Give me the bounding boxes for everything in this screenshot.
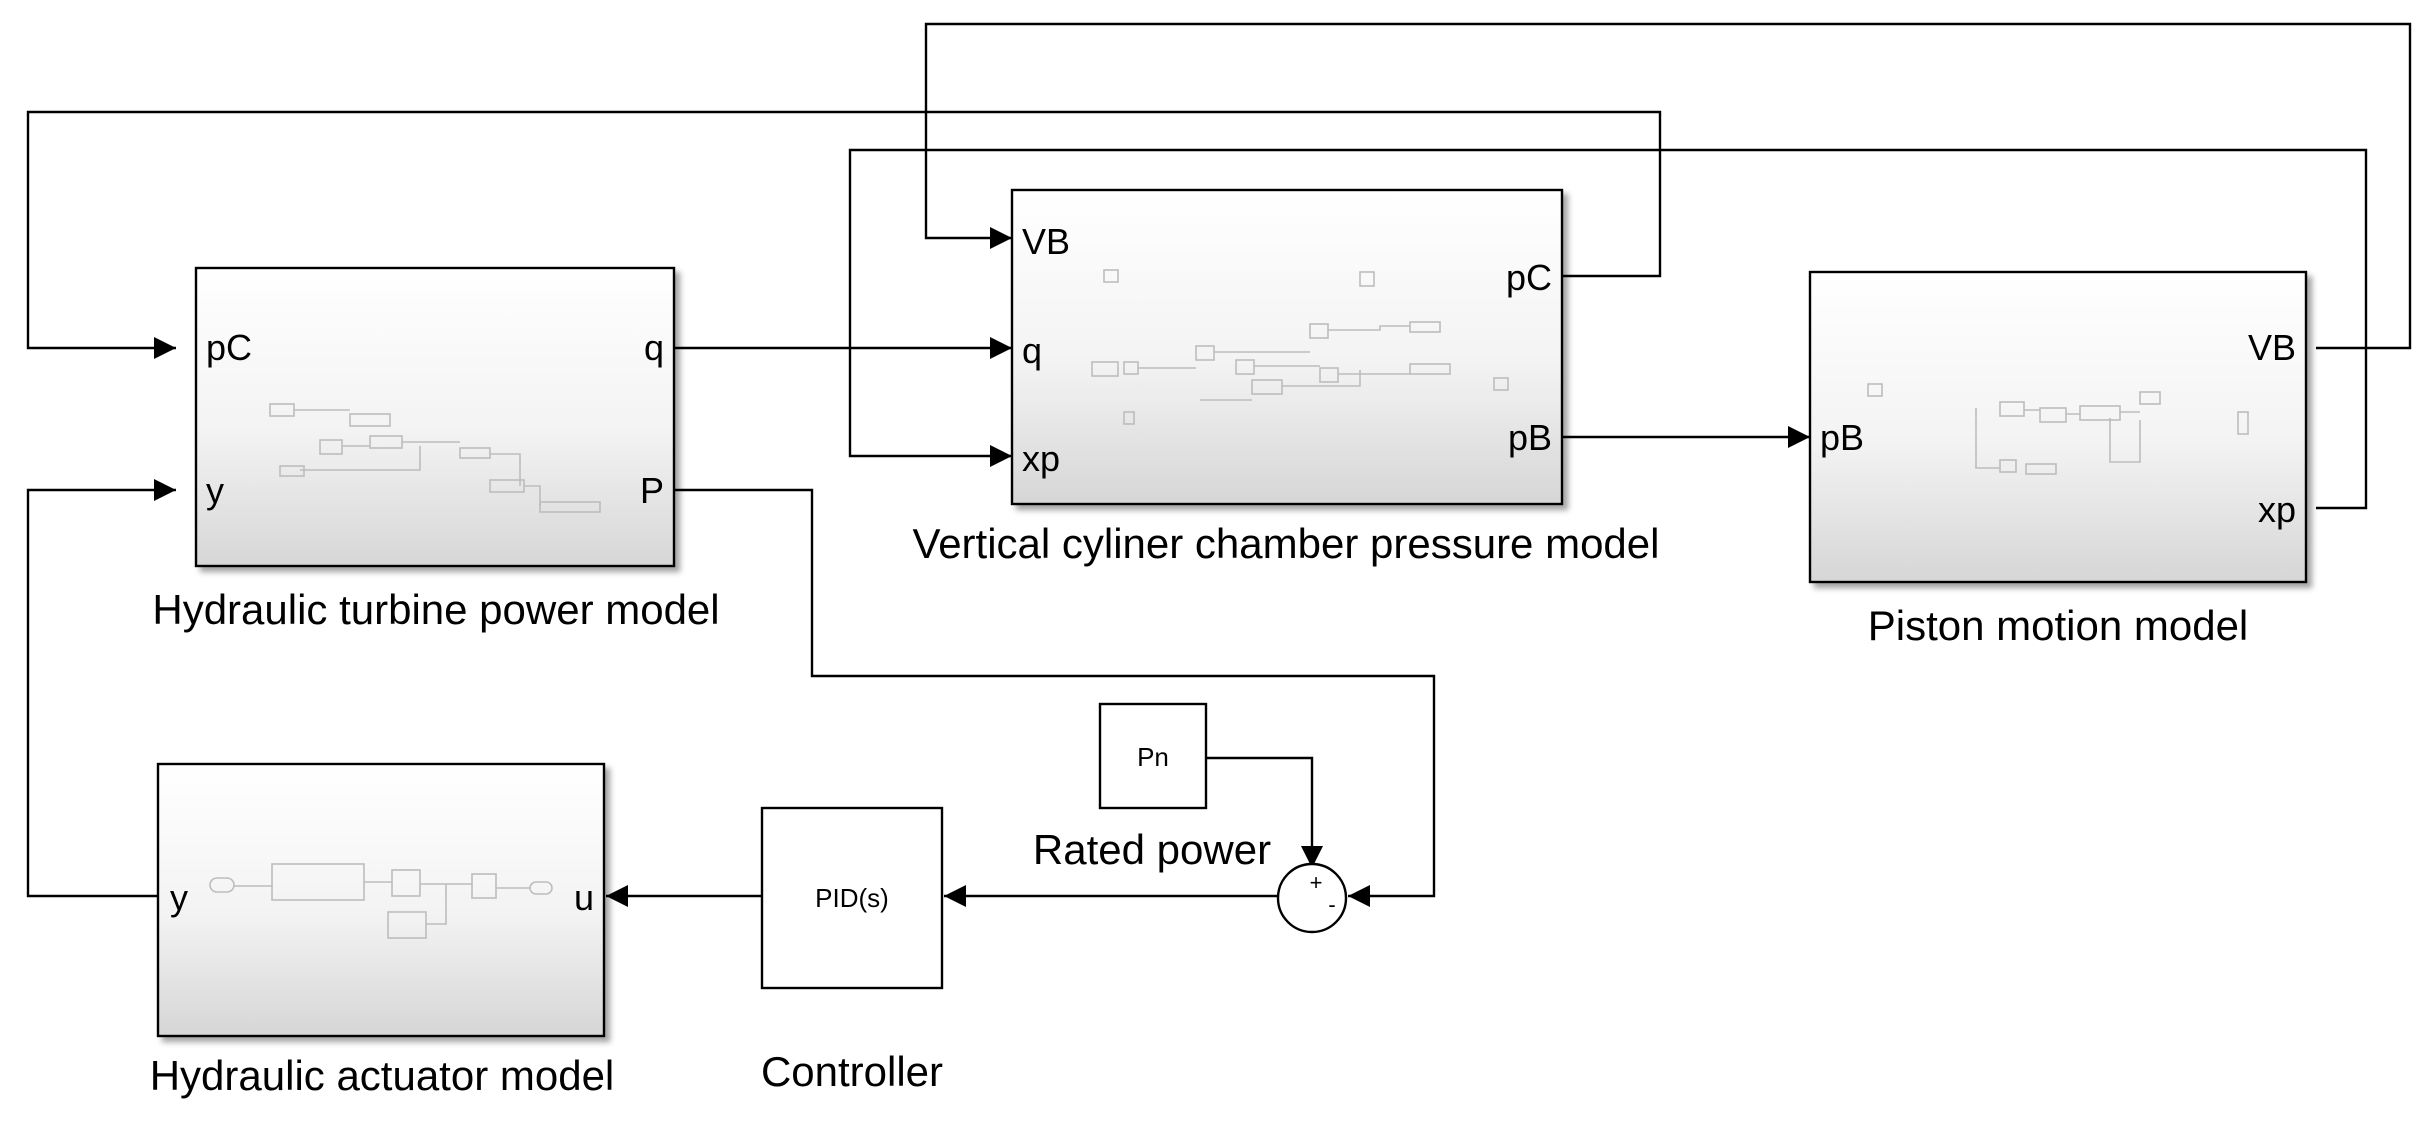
chamber-port-pc: pC — [1506, 257, 1552, 298]
turbine-block[interactable]: pC y q P — [194, 266, 676, 568]
piston-port-xp: xp — [2258, 489, 2296, 530]
controller-caption: Controller — [761, 1048, 943, 1095]
sum-block[interactable]: + - — [1276, 862, 1348, 934]
turbine-port-pc: pC — [206, 327, 252, 368]
pid-controller-block[interactable]: PID(s) — [760, 806, 944, 990]
wire-xp-feedback[interactable] — [848, 148, 2368, 510]
piston-block[interactable]: pB VB xp — [1808, 270, 2308, 584]
actuator-port-u: u — [574, 877, 594, 918]
wire-power[interactable] — [674, 488, 1436, 907]
turbine-port-p: P — [640, 470, 664, 511]
turbine-inner-detail — [269, 403, 601, 513]
rated-power-block[interactable]: Pn — [1098, 702, 1208, 810]
piston-caption: Piston motion model — [1868, 602, 2249, 649]
pid-label: PID(s) — [815, 883, 889, 913]
chamber-port-q: q — [1022, 330, 1042, 371]
turbine-port-q: q — [644, 327, 664, 368]
wire-y-feedback[interactable] — [26, 479, 176, 898]
wire-vb-feedback[interactable] — [924, 22, 2412, 350]
chamber-block[interactable]: VB q xp pC pB — [1010, 188, 1564, 506]
chamber-port-xp: xp — [1022, 438, 1060, 479]
actuator-block[interactable]: y u — [156, 762, 606, 1038]
piston-port-vb: VB — [2248, 327, 2296, 368]
rated-power-label: Pn — [1137, 742, 1169, 772]
turbine-caption: Hydraulic turbine power model — [152, 586, 719, 633]
turbine-port-y: y — [206, 470, 224, 511]
chamber-inner-detail — [1091, 269, 1509, 425]
actuator-inner-detail — [209, 863, 553, 939]
chamber-port-vb: VB — [1022, 221, 1070, 262]
rated-power-caption: Rated power — [1033, 826, 1271, 873]
piston-port-pb: pB — [1820, 417, 1864, 458]
actuator-port-y: y — [170, 877, 188, 918]
sum-sign-minus: - — [1328, 892, 1335, 917]
piston-inner-detail — [1867, 383, 2249, 475]
chamber-port-pb: pB — [1508, 417, 1552, 458]
wire-rated-power[interactable] — [1206, 756, 1323, 868]
chamber-caption: Vertical cyliner chamber pressure model — [913, 520, 1660, 567]
sum-sign-plus: + — [1310, 870, 1323, 895]
wire-pc-feedback[interactable] — [26, 110, 1662, 359]
actuator-caption: Hydraulic actuator model — [150, 1052, 615, 1099]
